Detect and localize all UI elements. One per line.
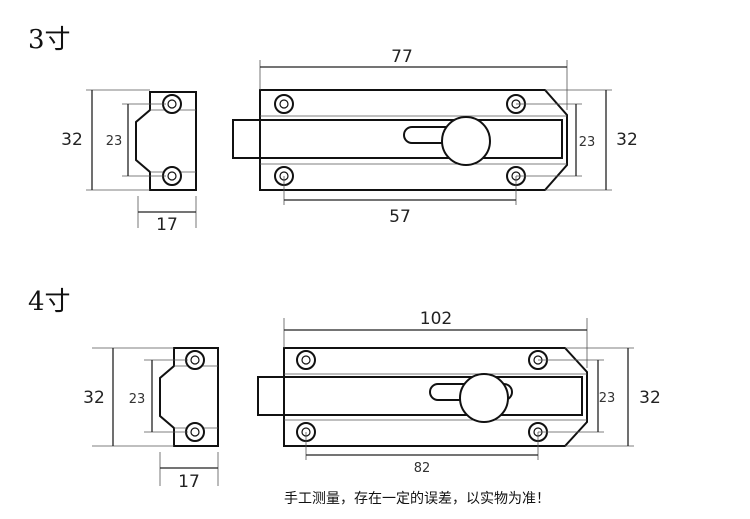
bolt-knob-icon — [459, 373, 509, 423]
section-title: 4寸 — [28, 287, 71, 317]
bolt-dimensions: 102 23 32 82 — [283, 309, 661, 476]
bolt-length-label: 77 — [391, 47, 413, 67]
section-4cun: 4寸 32 23 17 — [28, 287, 661, 492]
bolt-height-label: 32 — [616, 130, 638, 150]
screw-hole-icon — [296, 350, 316, 370]
bolt-hole-spacing-h-label: 57 — [389, 207, 411, 227]
screw-hole-inner — [190, 355, 200, 365]
screw-hole-icon — [185, 422, 205, 442]
keeper-dimensions: 32 23 17 — [83, 347, 219, 492]
screw-hole-icon — [185, 350, 205, 370]
screw-hole-icon — [274, 94, 294, 114]
bolt-hole-spacing-h-label: 82 — [414, 461, 431, 476]
keeper-part — [159, 347, 219, 447]
section-3cun: 3寸 32 23 17 — [28, 25, 638, 235]
keeper-width-label: 17 — [156, 215, 178, 235]
keeper-hole-spacing-label: 23 — [129, 392, 146, 407]
bolt-knob-icon — [441, 116, 491, 166]
keeper-width-label: 17 — [178, 472, 200, 492]
bolt-length-label: 102 — [420, 309, 452, 329]
keeper-height-label: 32 — [61, 130, 83, 150]
screw-hole-inner — [167, 99, 177, 109]
screw-hole-inner — [279, 99, 289, 109]
keeper-hole-spacing-label: 23 — [106, 134, 123, 149]
keeper-part — [135, 91, 197, 191]
bolt-part — [257, 347, 588, 447]
screw-hole-inner — [301, 355, 311, 365]
keeper-height-label: 32 — [83, 388, 105, 408]
section-title: 3寸 — [28, 25, 71, 55]
bolt-hole-spacing-v-label: 23 — [599, 391, 616, 406]
screw-hole-inner — [167, 171, 177, 181]
bolt-part — [232, 89, 568, 191]
screw-hole-inner — [190, 427, 200, 437]
measurement-note: 手工测量，存在一定的误差，以实物为准！ — [284, 491, 550, 507]
bolt-height-label: 32 — [639, 388, 661, 408]
keeper-dimensions: 32 23 17 — [61, 89, 197, 235]
bolt-hole-spacing-v-label: 23 — [579, 135, 596, 150]
bolt-dimensions: 77 23 32 57 — [259, 47, 638, 227]
